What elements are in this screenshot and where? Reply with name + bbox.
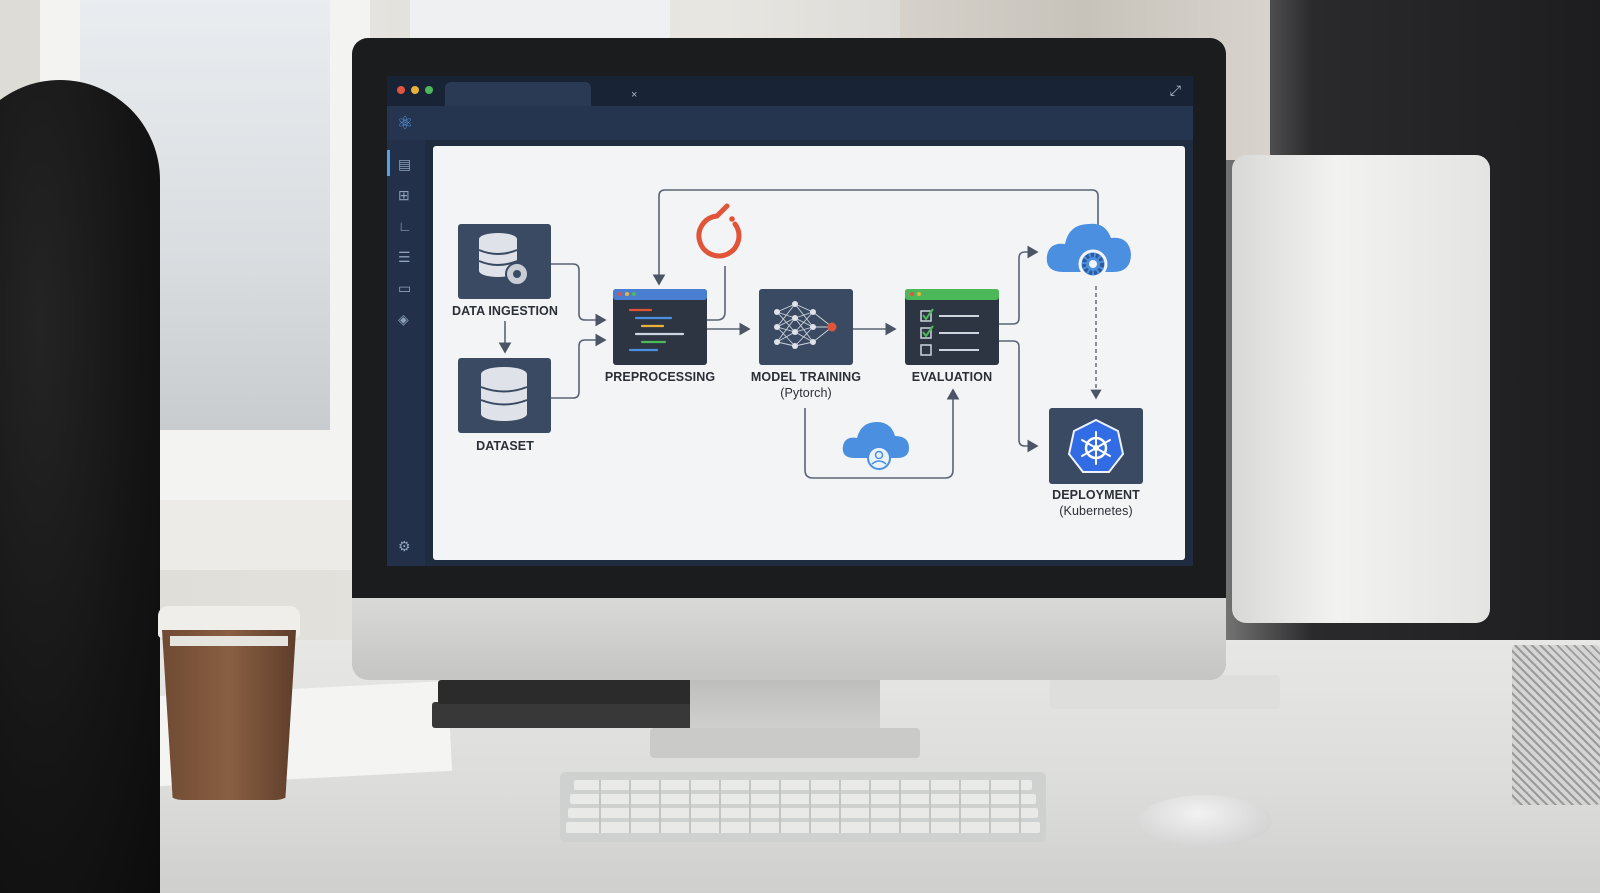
app-toolbar: ⚛ [387,106,1193,140]
maximize-window-dot[interactable] [425,86,433,94]
data-ingestion-node [458,224,551,299]
folder-icon[interactable]: ▭ [398,280,412,296]
sidebar-active-indicator [387,150,390,176]
monitor-chin [352,598,1226,680]
database-gear-icon [478,233,529,286]
expand-icon[interactable]: ⤢ [1169,82,1181,98]
notebook-top [438,680,696,704]
pipeline-canvas: DATA INGESTION DATASET PREPROCESSING MOD… [433,146,1185,560]
monitor-foot [650,728,920,758]
person-silhouette [0,80,160,893]
second-monitor [1232,155,1490,623]
evaluation-node [905,289,999,365]
edge-evaluation-cloud [999,245,1039,325]
layers-icon[interactable]: ◈ [398,311,409,327]
pipeline-diagram [458,189,1143,484]
monitor-screen: × ⤢ ⚛ ▤ ⊞ ∟ ☰ ▭ ◈ ⚙ [387,76,1193,566]
coffee-cup-band [170,636,288,646]
edge-dataset-preprocessing [551,333,607,399]
document-icon[interactable]: ▤ [398,156,412,172]
keyboard [560,772,1046,842]
close-window-dot[interactable] [397,86,405,94]
notebook-bottom [432,702,694,728]
dataset-node [458,358,551,433]
second-monitor-stand [1050,675,1280,709]
edge-evaluation-deployment [999,340,1039,453]
mouse [1138,795,1272,847]
cloud-user-icon [842,422,909,470]
notebooks [432,680,696,730]
edge-pytorch-preprocessing [707,266,726,321]
chart-icon[interactable]: ∟ [398,218,412,234]
label-dataset: DATASET [476,439,534,453]
cloud-gear-icon [1046,223,1131,279]
grid-icon[interactable]: ⊞ [398,187,410,203]
tab-close-icon[interactable]: × [631,89,638,101]
model-training-node [759,289,853,365]
deployment-node [1049,408,1143,484]
label-data-ingestion: DATA INGESTION [451,304,559,318]
database-icon [480,367,528,421]
code-lines-icon [628,308,685,352]
checklist-icon [920,308,979,356]
pytorch-logo-icon [696,203,742,259]
browser-tab[interactable]: × [445,82,637,106]
minimize-window-dot[interactable] [411,86,419,94]
sidebar: ▤ ⊞ ∟ ☰ ▭ ◈ ⚙ [387,140,425,566]
window-titlebar: × ⤢ [387,76,1193,106]
label-deployment: DEPLOYMENT [1052,488,1140,502]
label-deployment-sub: (Kubernetes) [1059,504,1133,518]
label-model-training-sub: (Pytorch) [780,386,832,400]
coffee-cup [162,630,296,800]
label-model-training: MODEL TRAINING [750,370,862,384]
edge-ingestion-preprocessing [551,263,607,327]
edge-training-cloud-loop [804,388,960,479]
list-icon[interactable]: ☰ [398,249,411,265]
label-evaluation: EVALUATION [911,370,993,384]
keyboard-keys [566,780,1040,833]
kubernetes-icon [1067,418,1125,473]
label-preprocessing: PREPROCESSING [604,370,716,384]
pen-holder [1512,645,1600,805]
atom-logo-icon[interactable]: ⚛ [397,113,414,133]
preprocessing-node [613,289,707,365]
edge-feedback-loop-top [652,189,1099,286]
settings-gear-icon[interactable]: ⚙ [398,538,411,554]
